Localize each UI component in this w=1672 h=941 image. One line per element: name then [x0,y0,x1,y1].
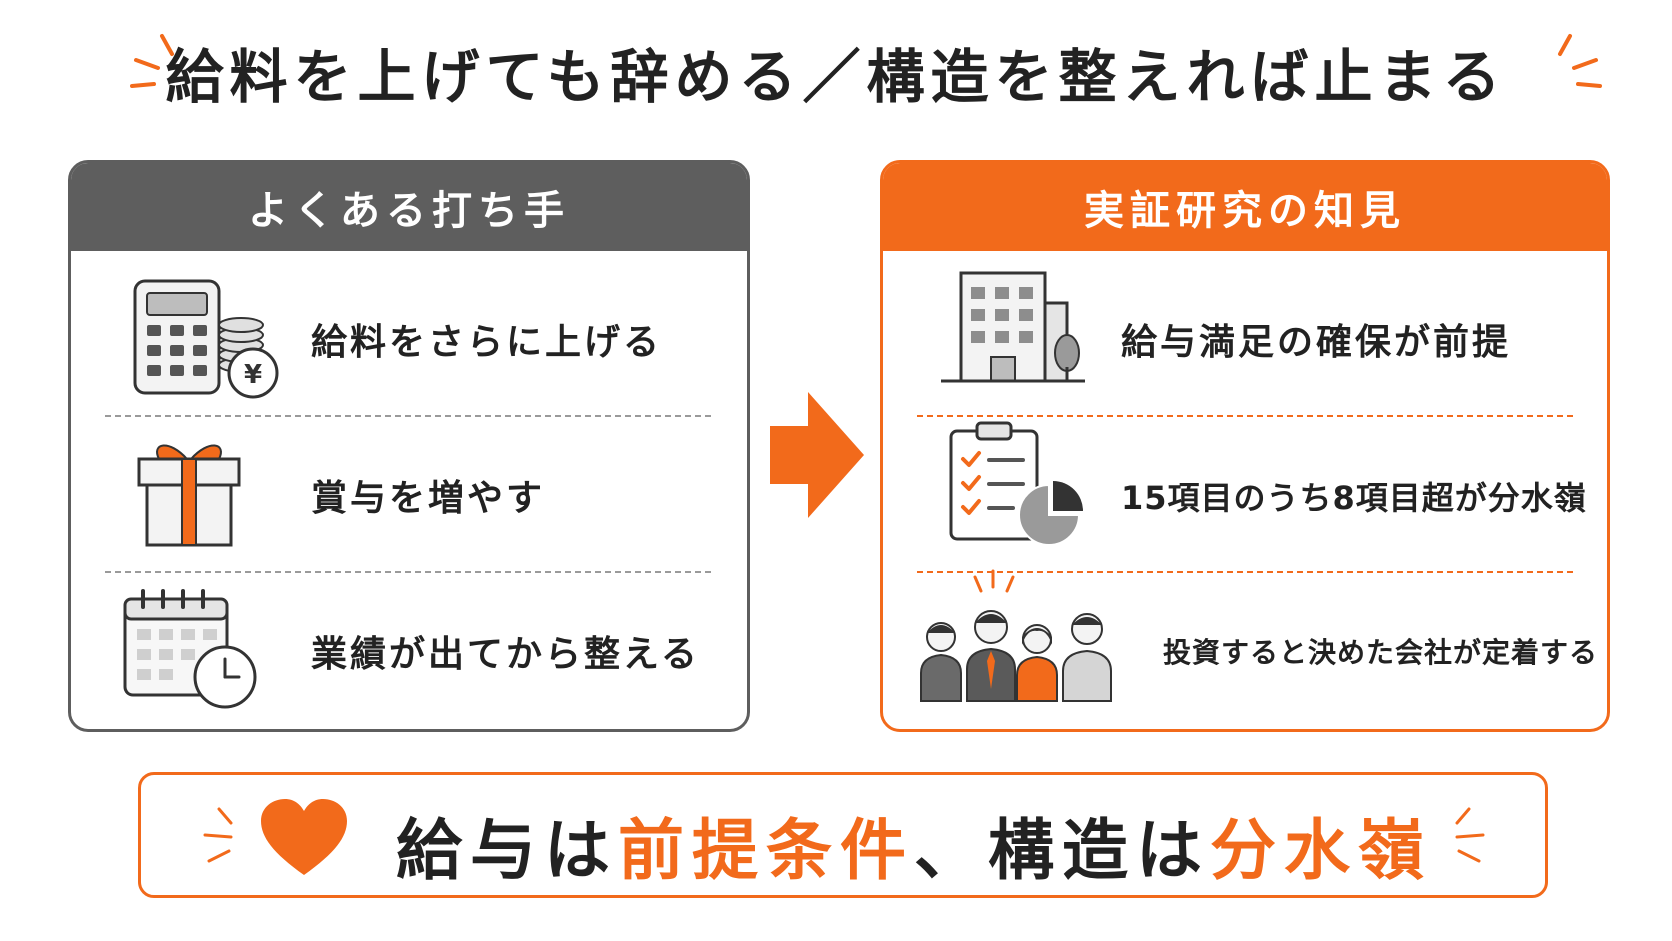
common-measures-panel: よくある打ち手 ¥ 給料をさらに上げる [68,160,750,732]
item-text: 業績が出てから整える [311,634,700,675]
divider [917,415,1573,417]
calculator-coins-icon: ¥ [133,279,279,399]
item-text: 15項目のうち8項目超が分水嶺 [1121,479,1587,517]
burst-left-icon [203,807,233,863]
summary-highlight-prerequisite: 前提条件 [618,812,914,889]
office-building-icon [941,271,1085,383]
item-text: 賞与を増やす [311,478,546,519]
list-item: 業績が出てから整える [71,575,747,725]
item-text: 投資すると決めた会社が定着する [1163,636,1599,669]
list-item: 給与満足の確保が前提 [883,263,1607,413]
summary-box: 給与は前提条件、構造は分水嶺 [138,772,1548,898]
research-findings-panel: 実証研究の知見 給与満足の確保が前提 [880,160,1610,732]
list-item: 15項目のうち8項目超が分水嶺 [883,419,1607,569]
page-title: 給料を上げても辞める／構造を整えれば止まる [165,43,1507,111]
list-item: 賞与を増やす [71,419,747,569]
list-item: ¥ 給料をさらに上げる [71,263,747,413]
summary-part1: 給与は [396,812,618,889]
right-arrow-icon [770,392,864,518]
gift-box-icon [137,444,241,547]
divider [105,571,711,573]
summary-part3: 、構造は [914,812,1210,889]
item-text: 給与満足の確保が前提 [1121,322,1512,363]
summary-highlight-watershed: 分水嶺 [1210,812,1432,889]
burst-right-icon [1558,34,1602,88]
divider [917,571,1573,573]
common-measures-header: よくある打ち手 [71,163,747,251]
divider [105,415,711,417]
list-item: 投資すると決めた会社が定着する [883,569,1607,725]
team-people-icon [920,569,1112,702]
calendar-clock-icon [123,589,257,709]
burst-left-icon [130,34,174,88]
item-text: 給料をさらに上げる [311,322,663,363]
heart-icon [261,799,347,875]
svg-text:¥: ¥ [244,360,262,390]
summary-text: 給与は前提条件、構造は分水嶺 [396,797,1432,893]
burst-right-icon [1455,807,1485,863]
research-findings-header: 実証研究の知見 [883,163,1607,251]
checklist-chart-icon [949,421,1083,546]
